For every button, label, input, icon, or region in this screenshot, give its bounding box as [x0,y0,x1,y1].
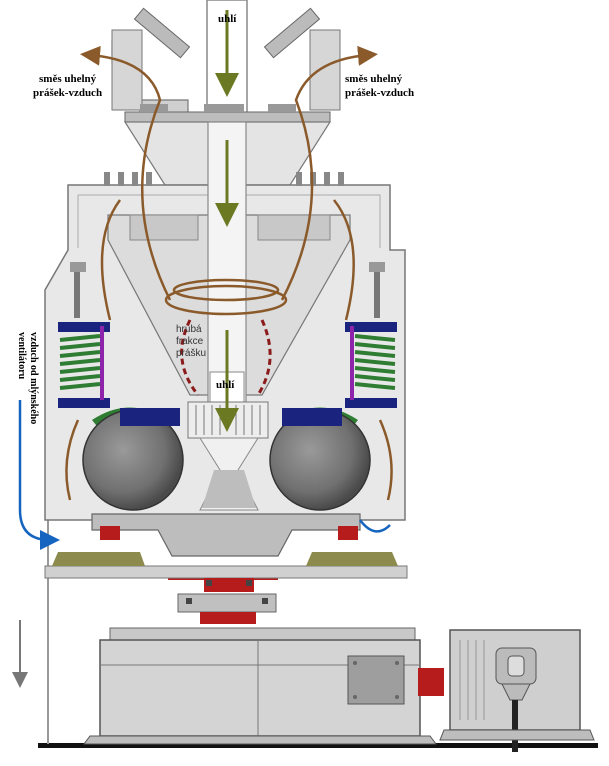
label-coal-top: uhlí [218,13,237,25]
left-spring-assembly [58,262,110,408]
housing-bolts-left [104,172,152,186]
coarse-fraction-arrows [180,319,272,396]
gearbox [83,627,437,745]
label-air-1: vzduch od mlýnského [28,332,39,424]
label-coal-mid: uhlí [216,379,235,391]
housing-bolts-right [296,172,344,186]
label-mix-left-2: prášek-vzduch [33,87,102,99]
label-coarse-2: frakce [176,336,204,347]
label-coarse-1: hrubá [176,324,202,335]
right-base-wedge [306,552,398,566]
coal-air-flow-arrows [65,45,393,501]
mill-base-plate [44,565,408,579]
right-spring-assembly [345,262,397,408]
label-mix-right-1: směs uhelný [345,73,403,85]
left-grinding-roller [82,407,184,511]
ground-line [38,743,598,748]
electric-motor [439,629,595,752]
motor-coupling [418,668,444,696]
right-outlet-elbow [309,29,341,111]
left-base-wedge [52,552,145,566]
right-grinding-roller [269,407,371,511]
grinding-bowl [91,513,361,557]
label-coarse-3: prášku [176,348,206,359]
label-mix-right-2: prášek-vzduch [345,87,414,99]
label-air-2: ventilátoru [16,332,27,380]
main-shaft [204,578,254,592]
label-mix-left-1: směs uhelný [39,73,97,85]
air-inlet-arrows [18,400,391,550]
